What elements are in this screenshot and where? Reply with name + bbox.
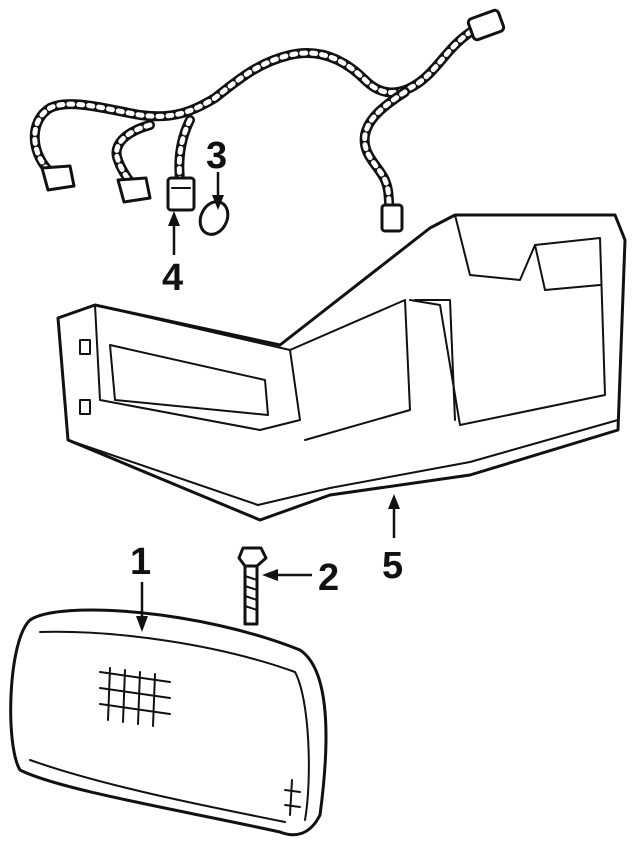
callout-3: 3 xyxy=(206,135,227,177)
harness-socket-middle xyxy=(116,176,152,204)
harness-socket-right xyxy=(380,203,404,233)
leader-arrow-2 xyxy=(262,569,312,581)
leader-arrow-1 xyxy=(136,582,148,632)
wiring-harness xyxy=(29,8,506,233)
leader-arrow-5 xyxy=(388,494,400,538)
leader-arrow-4 xyxy=(168,211,180,255)
lamp-lens xyxy=(9,608,328,837)
lamp-housing xyxy=(56,213,627,522)
callout-1: 1 xyxy=(130,541,151,583)
harness-plug xyxy=(466,8,506,42)
bulb-part xyxy=(198,200,230,236)
socket-part xyxy=(166,176,196,212)
lens-grid-pattern xyxy=(99,667,301,816)
callout-5: 5 xyxy=(382,545,403,587)
leader-arrow-3 xyxy=(212,172,224,210)
bolt-part xyxy=(237,546,268,626)
callout-4: 4 xyxy=(162,257,183,299)
harness-socket-left xyxy=(40,164,76,192)
callout-2: 2 xyxy=(318,557,339,599)
